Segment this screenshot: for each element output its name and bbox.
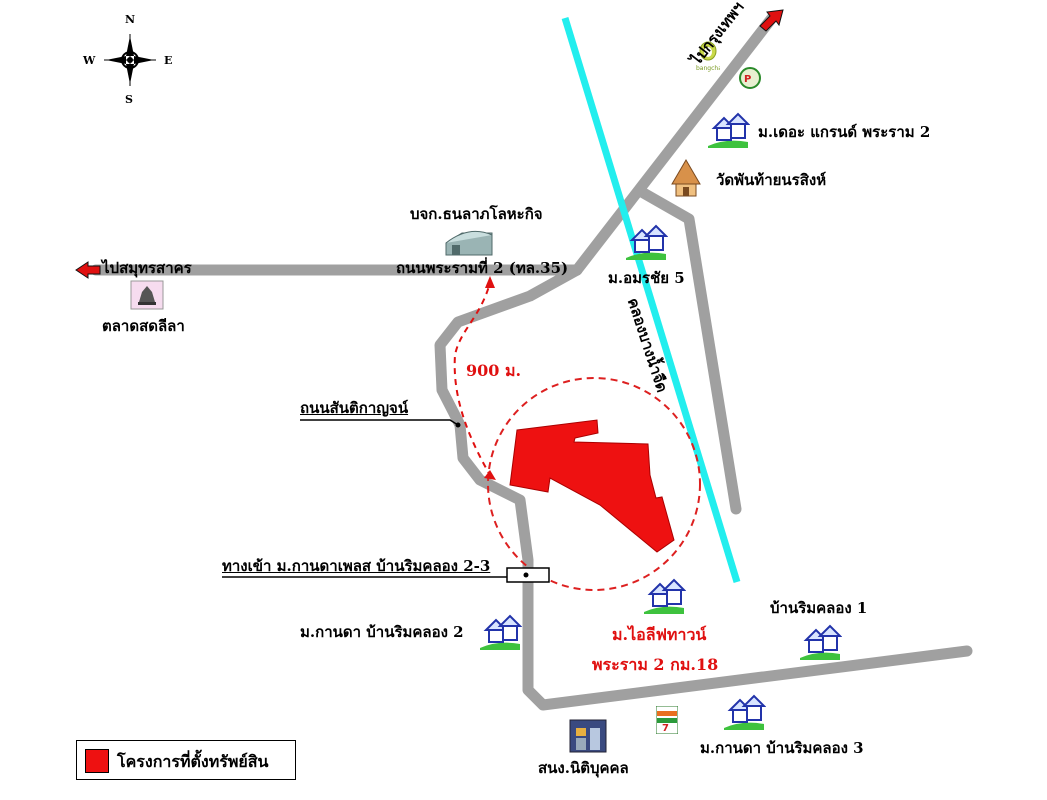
label-ilife: ม.ไอลีฟทาวน์ (612, 625, 707, 644)
temple-icon (671, 159, 701, 197)
compass-s: S (125, 93, 133, 106)
route-arrowhead-bottom (484, 470, 496, 480)
compass-e: E (164, 54, 173, 67)
route-arrowhead-top (485, 276, 495, 288)
legend: โครงการที่ตั้งทรัพย์สิน (76, 740, 296, 780)
svg-text:P: P (744, 74, 751, 85)
label-kanda2: ม.กานดา บ้านริมคลอง 2 (300, 623, 464, 641)
arrow-up-right-icon (759, 9, 784, 32)
santikan-leader-line (300, 419, 459, 426)
road-to-bangkok (571, 12, 778, 276)
property-plot (509, 419, 675, 553)
radius-circle (487, 377, 701, 591)
entrance-dot (523, 572, 529, 578)
legend-swatch (85, 749, 109, 773)
legend-label: โครงการที่ตั้งทรัพย์สิน (117, 752, 269, 771)
house-icon-rimklong1 (800, 624, 842, 660)
house-icon-ilife (644, 578, 686, 614)
house-icon-kanda2 (480, 614, 522, 650)
santikan-road (434, 264, 973, 711)
label-grand-rama2: ม.เดอะ แกรนด์ พระราม 2 (758, 123, 931, 141)
bangchak-text: bangchak (696, 65, 720, 72)
office-building-icon (569, 719, 607, 753)
market-icon (130, 280, 164, 310)
label-kanda3: ม.กานดา บ้านริมคลอง 3 (700, 739, 864, 757)
compass-w: W (83, 54, 96, 67)
label-juristic-office: สนง.นิติบุคคล (538, 759, 629, 777)
label-to-samut-sakhon: ไปสมุทรสาคร (102, 259, 192, 277)
label-santikan-road: ถนนสันติกาญจน์ (300, 399, 409, 417)
seven-eleven-icon: 7 (656, 706, 678, 734)
house-icon-grand (708, 112, 750, 148)
pt-station-icon: P (739, 67, 761, 89)
compass-rose-icon (104, 34, 156, 86)
label-rama2-road: ถนนพระรามที่ 2 (ทล.35) (396, 259, 569, 277)
road-network (90, 12, 973, 711)
label-baanrimklong1: บ้านริมคลอง 1 (770, 599, 868, 617)
side-road (634, 185, 742, 515)
label-lila-market: ตลาดสดลีลา (102, 317, 185, 335)
label-entrance-kanda: ทางเข้า ม.กานดาเพลส บ้านริมคลอง 2-3 (222, 557, 491, 575)
label-rama2-km18: พระราม 2 กม.18 (592, 655, 719, 674)
svg-text:7: 7 (662, 723, 669, 734)
label-wat: วัดพันท้ายนรสิงห์ (716, 171, 827, 189)
arrow-left-icon (75, 261, 101, 279)
canal-line (561, 16, 741, 584)
label-distance: 900 ม. (466, 361, 522, 380)
compass-n: N (125, 13, 136, 26)
bangchak-logo-icon: bangchak (696, 41, 720, 72)
route-dashed (453, 282, 492, 478)
label-thanalap: บจก.ธนลาภโลหะกิจ (410, 205, 543, 223)
house-icon-kanda3 (724, 694, 766, 730)
house-icon-amornchai (626, 224, 668, 260)
label-amornchai5: ม.อมรชัย 5 (608, 269, 685, 287)
warehouse-icon (445, 230, 493, 256)
